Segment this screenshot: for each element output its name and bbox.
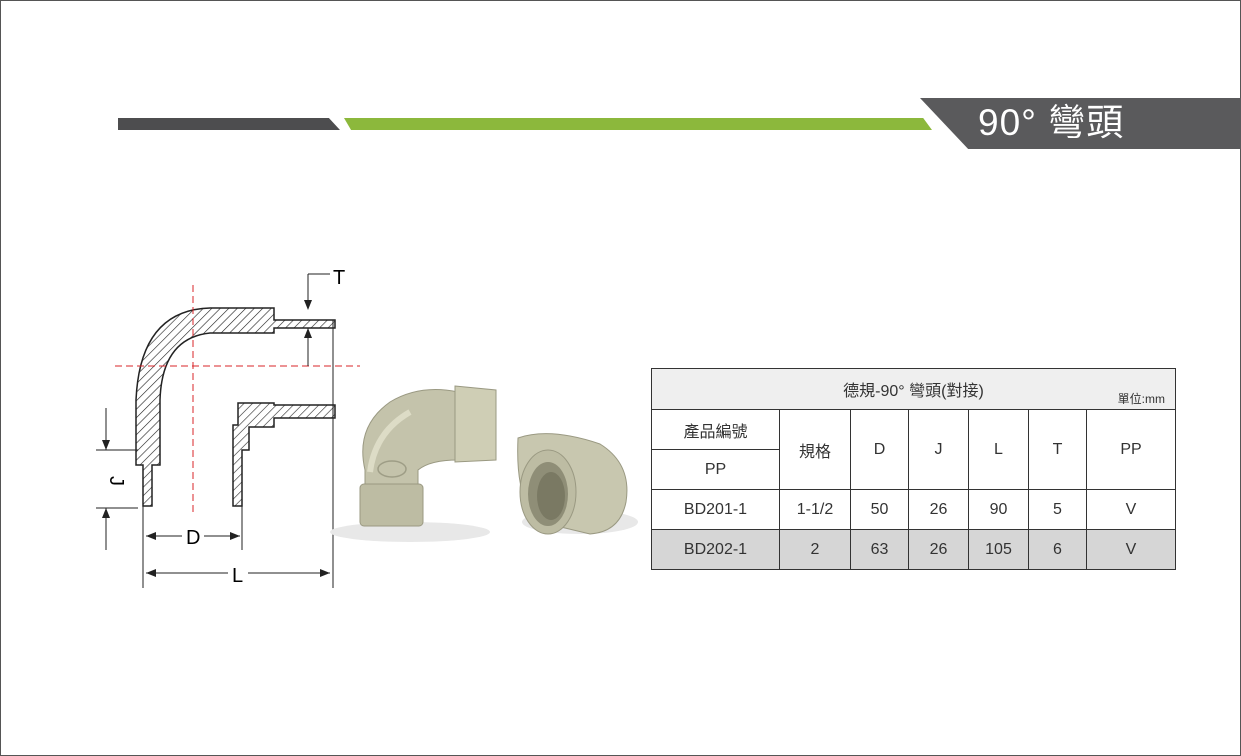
cell-pp: V: [1086, 529, 1176, 570]
cell-t: 6: [1028, 529, 1087, 570]
header-d: D: [850, 409, 909, 490]
table-row: BD201-1 1-1/2 50 26 90 5 V: [651, 489, 1176, 530]
cell-j: 26: [908, 489, 969, 530]
dim-j-label: J: [105, 476, 127, 486]
header-product-no: 產品編號: [651, 409, 780, 450]
elbow-product-photo: [330, 385, 638, 542]
dim-t-label: T: [333, 267, 345, 289]
header-l: L: [968, 409, 1029, 490]
page-title: 90° 彎頭: [978, 102, 1125, 143]
header-spec: 規格: [779, 409, 851, 490]
dim-d-label: D: [186, 527, 200, 549]
cell-spec: 1-1/2: [779, 489, 851, 530]
table-header-subrow: PP: [651, 449, 1176, 490]
header-j: J: [908, 409, 969, 490]
header-product-sub: PP: [651, 449, 780, 490]
cell-l: 90: [968, 489, 1029, 530]
cell-spec: 2: [779, 529, 851, 570]
table-caption-cell: 德規-90° 彎頭(對接) 單位:mm: [651, 368, 1176, 410]
cell-d: 63: [850, 529, 909, 570]
cell-t: 5: [1028, 489, 1087, 530]
cell-code: BD202-1: [651, 529, 780, 570]
cell-code: BD201-1: [651, 489, 780, 530]
table-caption-row: 德規-90° 彎頭(對接) 單位:mm: [651, 368, 1176, 410]
cell-l: 105: [968, 529, 1029, 570]
title-banner: [920, 98, 1241, 149]
cell-d: 50: [850, 489, 909, 530]
table-header-row: 產品編號 規格 D J L T PP: [651, 409, 1176, 490]
header-pp: PP: [1086, 409, 1176, 490]
cell-j: 26: [908, 529, 969, 570]
table-caption: 德規-90° 彎頭(對接): [843, 383, 984, 400]
table-unit: 單位:mm: [1117, 392, 1165, 406]
header-bar-green: [344, 118, 932, 130]
header-t: T: [1028, 409, 1087, 490]
elbow-technical-drawing: T J D L: [96, 267, 360, 588]
spec-table: 德規-90° 彎頭(對接) 單位:mm 產品編號 規格 D J L T PP P…: [651, 368, 1176, 570]
table-row: BD202-1 2 63 26 105 6 V: [651, 529, 1176, 570]
cell-pp: V: [1086, 489, 1176, 530]
dim-l-label: L: [232, 565, 243, 587]
header-bar-dark: [118, 118, 340, 130]
